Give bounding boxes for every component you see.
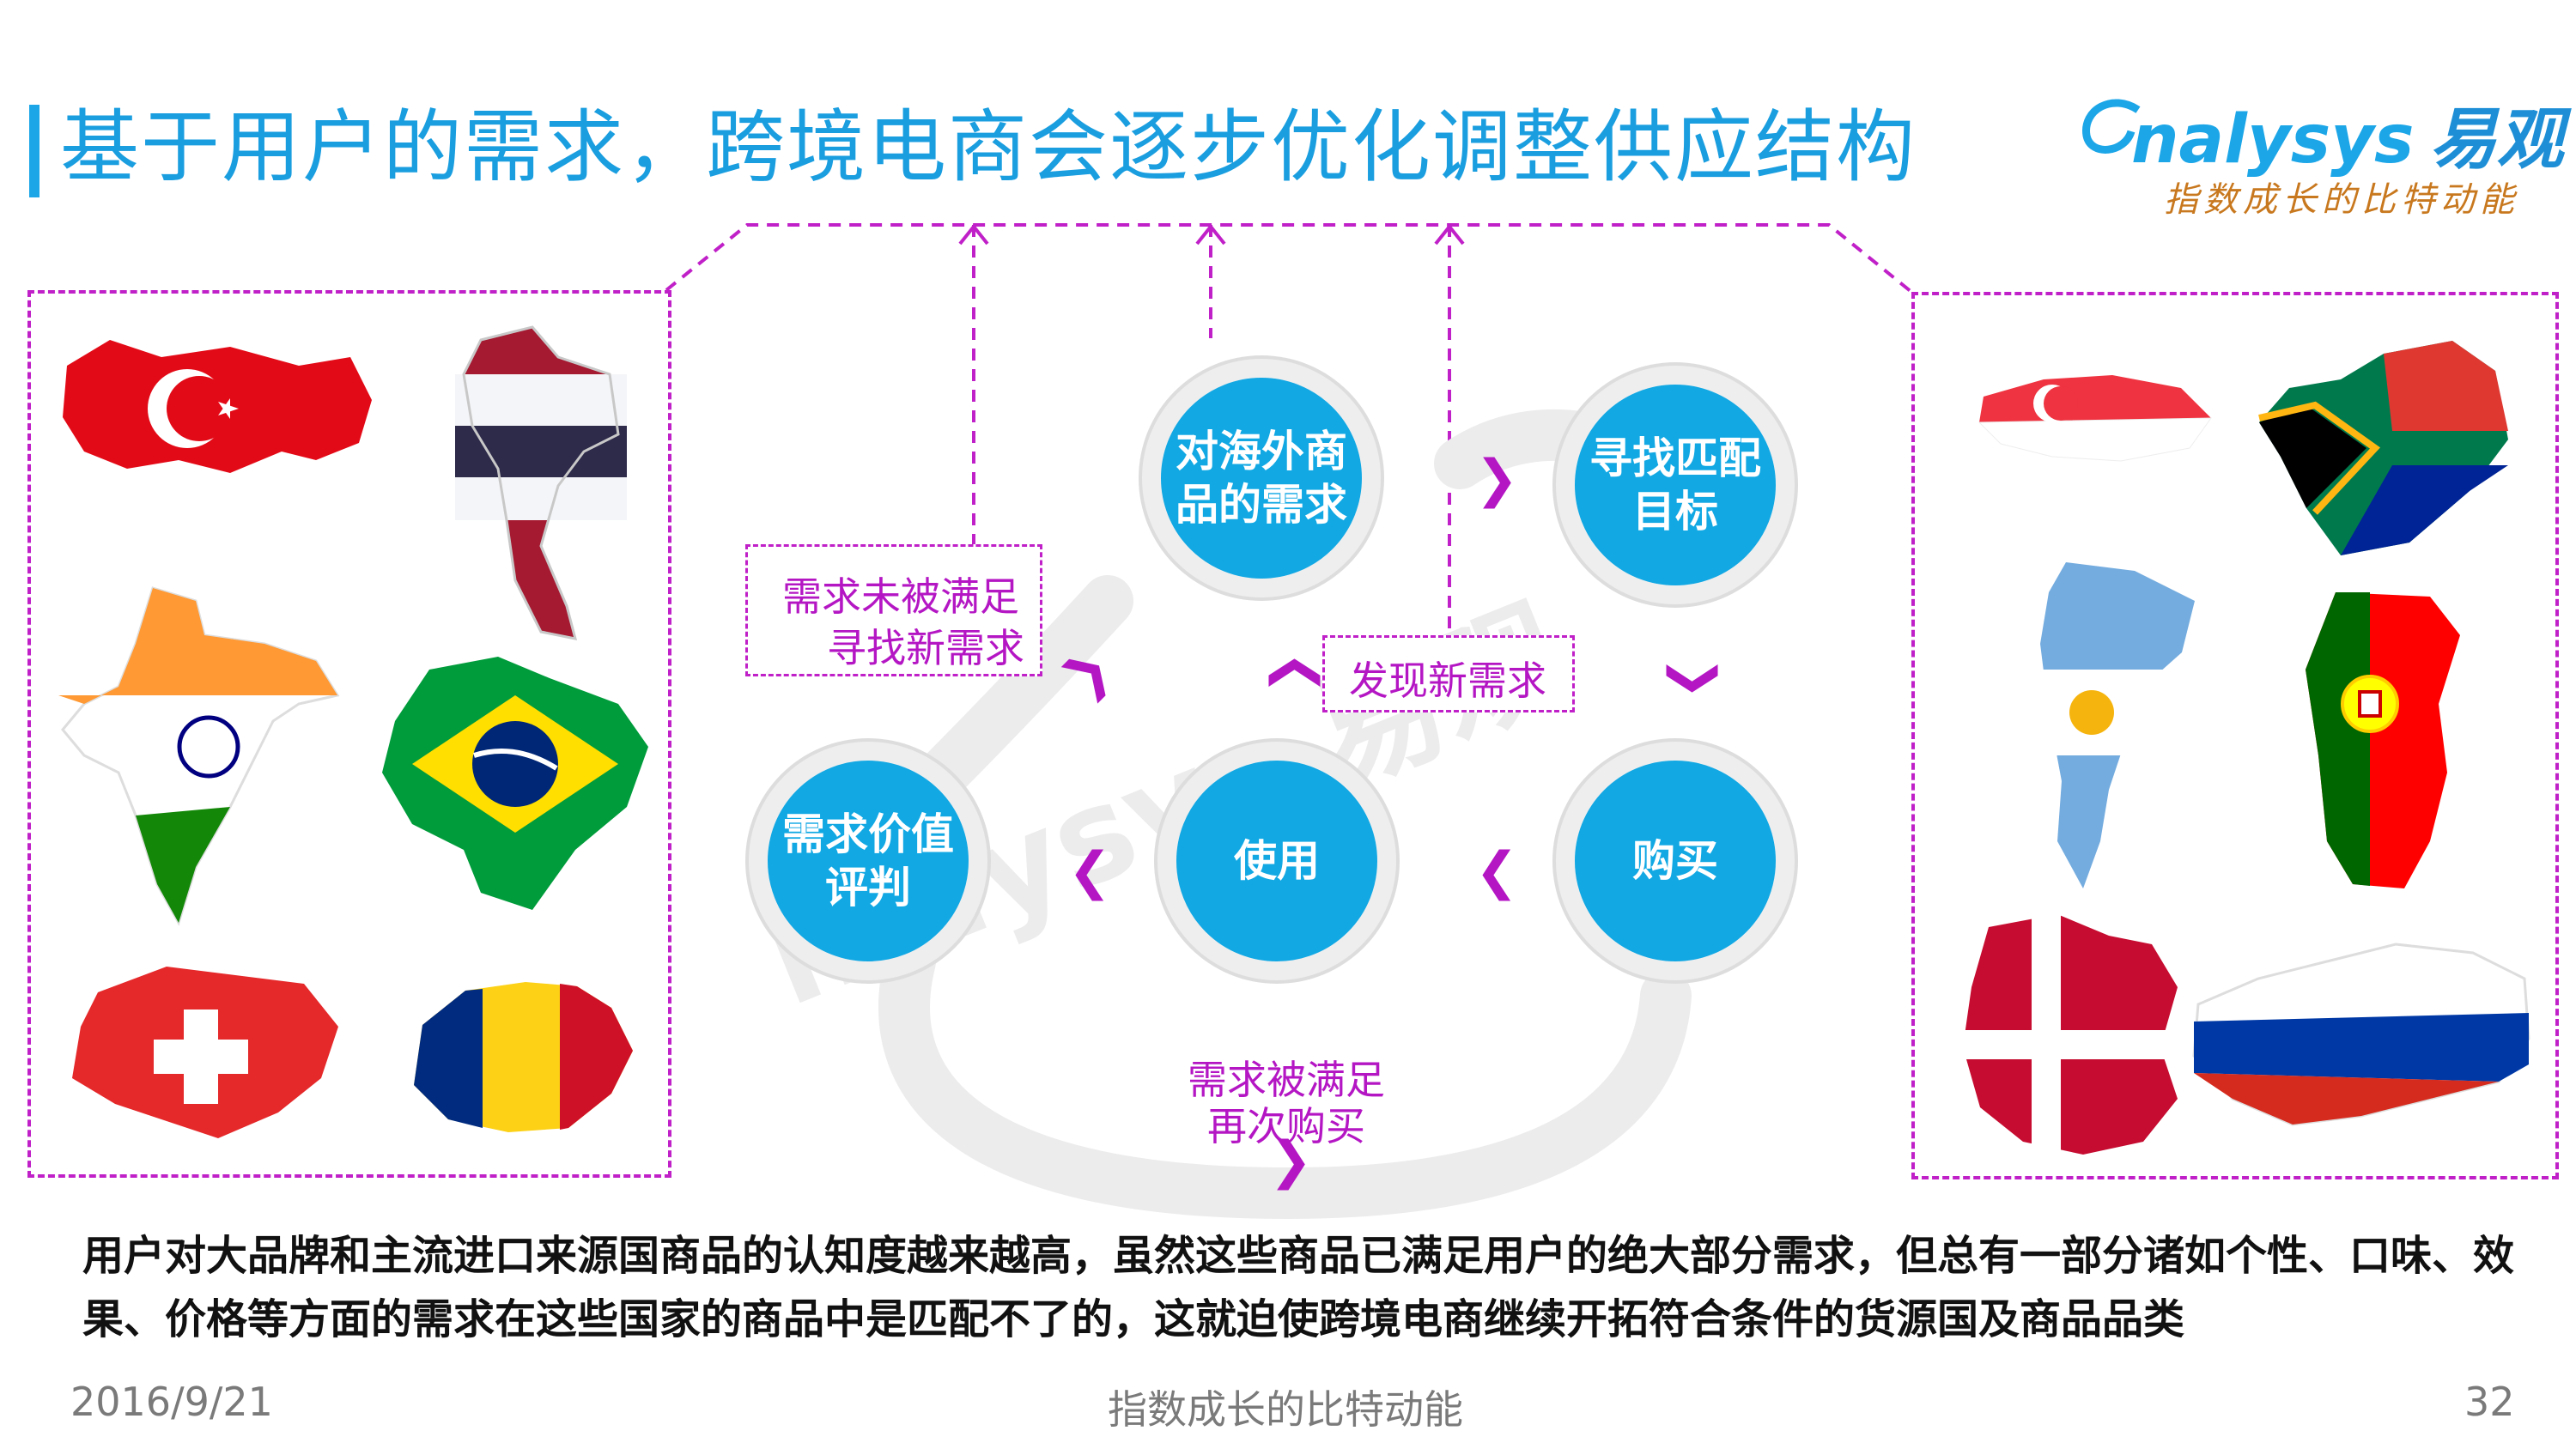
portugal-flag-map (2306, 592, 2460, 888)
denmark-flag-map (1954, 914, 2186, 1159)
left-country-panel (27, 290, 671, 1178)
label-unmet-line2: 寻找新需求 (827, 625, 1024, 671)
russia-flag-map (2192, 943, 2530, 1126)
body-paragraph: 用户对大品牌和主流进口来源国商品的认知度越来越高，虽然这些商品已满足用户的绝大部… (82, 1232, 2515, 1343)
south-africa-flag-map (2258, 341, 2508, 555)
node-overseas-demand: 对海外商品的需求 (1142, 359, 1381, 597)
right-country-panel (1911, 292, 2559, 1179)
node-find-match-label: 寻找匹配目标 (1589, 433, 1761, 537)
node-find-match: 寻找匹配目标 (1556, 366, 1795, 604)
thailand-flag-map (455, 325, 627, 640)
turkey-flag-map (63, 340, 372, 473)
label-met-line2: 再次购买 (1207, 1103, 1365, 1149)
argentina-flag-map (2032, 562, 2203, 888)
india-flag-map (58, 586, 340, 926)
logo-brand-cn: 易观 (2429, 101, 2564, 179)
node-value-evaluation: 需求价值评判 (749, 742, 987, 980)
arrow-down-icon: ❯ (1666, 656, 1727, 700)
switzerland-flag-map (72, 967, 338, 1138)
logo-brand: nalysys (2131, 101, 2415, 179)
footer-slogan: 指数成长的比特动能 (1108, 1386, 1463, 1433)
footer-date: 2016/9/21 (70, 1379, 273, 1425)
node-purchase: 购买 (1556, 742, 1795, 980)
arrow-left-icon: ❯ (1475, 849, 1519, 909)
singapore-flag-map (1978, 375, 2212, 462)
arrow-up-icon: ❯ (1261, 651, 1321, 695)
logo-slogan: 指数成长的比特动能 (2164, 180, 2519, 220)
title-accent-bar (29, 105, 39, 197)
footer-page-number: 32 (2464, 1379, 2515, 1425)
label-box-new-demand: 发现新需求 (1322, 635, 1575, 712)
page-title: 基于用户的需求，跨境电商会逐步优化调整供应结构 (60, 101, 1917, 193)
arrow-left-icon: ❯ (1068, 849, 1112, 909)
node-use-label: 使用 (1234, 836, 1320, 886)
node-purchase-label: 购买 (1632, 836, 1718, 886)
label-unmet-line1: 需求未被满足 (782, 573, 1019, 620)
brazil-flag-map (382, 657, 648, 910)
label-met-line1: 需求被满足 (1188, 1057, 1385, 1103)
arrow-right-icon: ❯ (1475, 449, 1519, 509)
arrow-right-icon: ❯ (1269, 1131, 1313, 1191)
label-box-unmet: 需求未被满足 寻找新需求 (745, 544, 1042, 676)
analysys-logo-swirl-icon (2082, 99, 2141, 154)
label-new-demand: 发现新需求 (1349, 658, 1546, 704)
node-value-evaluation-label: 需求价值评判 (782, 809, 954, 912)
node-overseas-demand-label: 对海外商品的需求 (1176, 427, 1347, 530)
node-use: 使用 (1157, 742, 1396, 980)
romania-flag-map (414, 982, 633, 1132)
